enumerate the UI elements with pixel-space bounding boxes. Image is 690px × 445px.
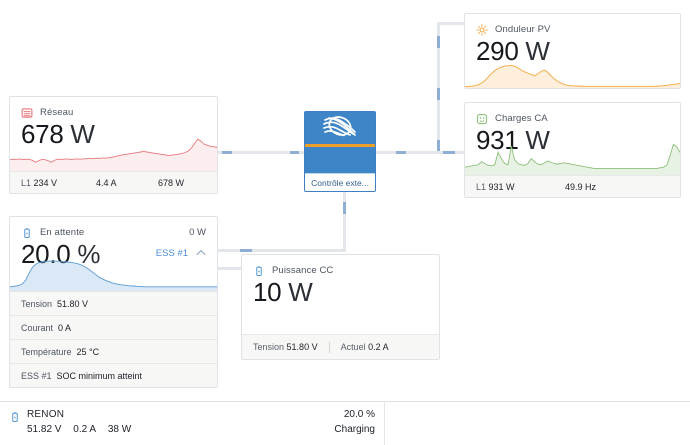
bottom-bar-status: Charging [334,424,375,435]
battery-detail-row: ESS #1 SOC minimum atteint [21,371,143,381]
ac-outlet-icon [476,112,488,125]
ac-foot-1: 49.9 Hz [565,181,597,192]
card-dc-value: 10 W [253,277,313,307]
bottom-status-bar: RENON 51.82 V 0.2 A 38 W 20.0 % Charging [0,401,690,445]
battery-icon [21,226,33,239]
sun-icon [476,23,488,36]
card-dc-value-row: 10 W [242,276,439,308]
card-battery-power: 0 W [189,226,206,238]
battery-detail-row: Tension 51.80 V [10,292,217,316]
bottom-bar-battery-summary[interactable]: RENON 51.82 V 0.2 A 38 W 20.0 % Charging [0,402,385,445]
card-pv-value-row: 290 W [465,35,680,67]
battery-icon [9,409,21,423]
card-ac-loads-value: 931 W [476,125,550,155]
bottom-bar-current: 0.2 A [73,424,97,435]
card-ac-loads-value-row: 931 W [465,124,680,156]
card-pv-inverter[interactable]: Onduleur PV 290 W [464,13,681,89]
bottom-bar-left: RENON 51.82 V 0.2 A 38 W [27,409,140,438]
grid-foot-0: L1 234 V [21,177,58,188]
card-dc-power[interactable]: Puissance CC 10 W Tension 51.80 V Actuel… [241,254,440,360]
dc-foot-0: Tension 51.80 V [253,342,318,352]
grid-foot-2: 678 W [158,177,185,188]
bottom-bar-voltage: 51.82 V [27,424,62,435]
line-flow-grid-2 [290,151,299,154]
bottom-bar-soc: 20.0 % [343,409,375,420]
device-body [305,147,375,173]
battery-icon [253,264,265,277]
line-device-to-ac-bus [376,151,464,154]
card-dc-header: Puissance CC [242,255,439,277]
bottom-bar-right: 20.0 % Charging [334,409,375,438]
grid-icon [21,106,33,118]
card-ac-loads-footer: L1 931 W 49.9 Hz [465,175,680,197]
card-grid-value-row: 678 W [10,118,217,150]
card-pv-header: Onduleur PV [465,14,680,36]
card-battery-soc: 20.0 % [21,239,101,269]
card-battery[interactable]: En attente 0 W 20.0 % ESS #1 Tension 51.… [9,216,218,388]
victron-logo-icon [319,114,361,143]
dc-foot-divider [328,341,330,353]
ess-link[interactable]: ESS #1 [155,248,188,259]
line-flow-ac-bus-2 [443,151,455,154]
bottom-bar-numbers: 51.82 V 0.2 A 38 W [27,424,140,435]
card-dc-title: Puissance CC [272,264,334,276]
card-battery-title: En attente [40,226,85,238]
ac-foot-0: L1 931 W [476,181,515,192]
card-pv-title: Onduleur PV [495,23,551,35]
card-ac-loads-header: Charges CA [465,103,680,125]
card-ac-loads[interactable]: Charges CA 931 W L1 931 W 49.9 Hz [464,102,681,198]
line-flow-dc-2 [240,249,252,252]
card-grid[interactable]: Réseau 678 W L1 234 V 4.4 A 678 W [9,96,218,194]
card-pv-value: 290 W [476,36,550,66]
device-label: Contrôle exte... [305,173,375,191]
bottom-bar-empty-cell [385,402,690,445]
card-grid-header: Réseau [10,97,217,118]
card-grid-title: Réseau [40,106,74,118]
ac-loads-sparkline [465,139,680,175]
bottom-bar-power: 38 W [107,424,132,435]
line-flow-dc-1 [343,202,346,214]
battery-detail-list: Tension 51.80 V Courant 0 A Température … [10,291,217,387]
grid-foot-1: 4.4 A [96,177,117,188]
line-dc-bus-to-battery [218,249,346,252]
card-dc-footer: Tension 51.80 V Actuel 0.2 A [242,334,439,359]
line-flow-pv-1 [437,36,440,48]
card-grid-value: 678 W [21,119,95,149]
card-grid-footer: L1 234 V 4.4 A 678 W [10,171,217,193]
line-grid-to-device [218,151,304,154]
line-flow-pv-3 [437,140,440,151]
card-battery-header: En attente 0 W [10,217,217,239]
line-flow-pv-2 [437,88,440,100]
dc-foot-1: Actuel 0.2 A [340,342,389,352]
line-flow-ac-bus [396,151,406,154]
chevron-up-icon[interactable] [196,249,206,258]
battery-detail-row: Température 25 °C [10,340,217,364]
device-status-stripe [305,144,375,147]
line-pv-to-riser [437,22,465,25]
battery-detail-row: Courant 0 A [10,316,217,340]
grid-sparkline [10,133,217,171]
device-node-inverter[interactable]: Contrôle exte... [304,111,376,192]
battery-soc-sparkline [10,257,217,291]
line-battery-to-dc-card [218,267,242,270]
bottom-bar-name: RENON [27,409,65,420]
line-flow-grid [222,151,232,154]
pv-sparkline [465,60,680,88]
device-logo-area [305,112,375,144]
card-battery-value-row: 20.0 % ESS #1 [10,238,217,270]
card-ac-loads-title: Charges CA [495,112,548,124]
line-device-to-dc-bus [343,192,346,251]
